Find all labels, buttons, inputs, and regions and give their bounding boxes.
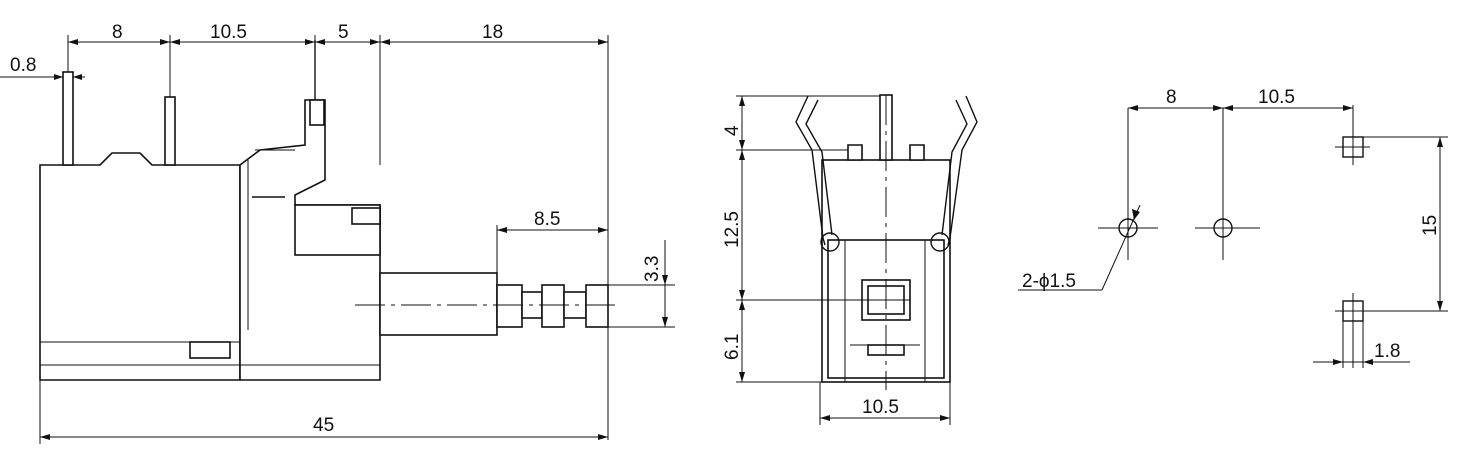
dim-label-8.5: 8.5 [534,209,560,230]
dim-front-vertical: 4 12.5 6.1 [722,95,880,383]
pin-2 [164,96,176,166]
dim-label-hole-note: 2-ϕ1.5 [1022,271,1076,292]
dim-label-4: 4 [722,125,743,136]
dim-pcb-top: 8 10.5 [1128,87,1353,111]
stem-tip [585,284,609,328]
dim-label-10.5-front: 10.5 [862,397,899,418]
dim-plunger: 8.5 [496,209,608,285]
dim-label-6.1: 6.1 [722,334,743,360]
dim-label-5: 5 [338,22,349,43]
dim-pcb-vertical: 15 [1363,136,1448,312]
dim-top-chain: 8 10.5 5 18 [67,22,609,440]
dim-label-8: 8 [112,22,123,43]
dim-label-15: 15 [1420,215,1441,236]
dim-label-18: 18 [482,22,503,43]
right-spring-clip [941,99,968,236]
dim-label-45: 45 [313,415,334,436]
dim-pcb-pad: 1.8 [1313,341,1410,365]
dim-label-8-pcb: 8 [1166,87,1177,108]
dim-pcb-hole-note: 2-ϕ1.5 [1018,204,1141,292]
dim-label-12.5: 12.5 [722,211,743,248]
dim-label-0.8: 0.8 [10,55,36,76]
left-spring-clip [795,95,826,246]
dim-label-10.5-pcb: 10.5 [1258,87,1295,108]
pin-3 [309,99,325,126]
switch-housing [39,152,241,381]
dim-label-3.3: 3.3 [642,256,663,282]
plunger-body [379,272,498,336]
dim-pin-thickness: 0.8 [0,55,85,80]
stem-collar-1 [496,284,523,328]
dim-label-10.5: 10.5 [210,22,247,43]
dim-overall: 45 [39,380,608,444]
dim-label-1.8: 1.8 [1374,341,1400,362]
front-view: 4 12.5 6.1 10.5 [722,94,978,425]
dim-stem-height: 3.3 [608,240,675,328]
stem-collar-2 [541,284,565,328]
pin-1 [62,71,74,166]
side-view: 0.8 8 10.5 5 18 8.5 [0,22,675,444]
dim-front-width: 10.5 [819,382,951,425]
pcb-layout: 8 10.5 15 1.8 2-ϕ1.5 [1018,87,1448,368]
